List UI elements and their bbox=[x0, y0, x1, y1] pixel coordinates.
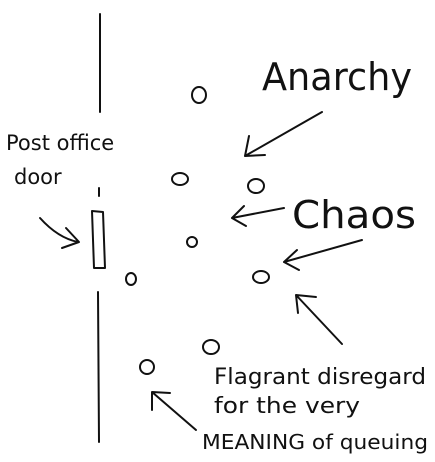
person-circle bbox=[252, 270, 270, 284]
chaos-arrow-down bbox=[283, 239, 363, 271]
post-office-label-line2: door bbox=[14, 165, 62, 189]
person-circle bbox=[171, 172, 189, 186]
disregard-label-line3: MEANING of queuing bbox=[202, 430, 428, 454]
person-circle bbox=[125, 272, 137, 286]
disregard-label-line2: for the very bbox=[214, 394, 360, 419]
post-office-label-line1: Post office bbox=[6, 131, 114, 155]
person-circle bbox=[202, 339, 220, 355]
disregard-label-line1: Flagrant disregard bbox=[214, 365, 426, 390]
disregard-arrow bbox=[295, 294, 343, 345]
chaos-arrow-left bbox=[231, 205, 285, 227]
door-rectangle bbox=[91, 210, 106, 269]
door-arrow bbox=[39, 217, 80, 249]
meaning-arrow bbox=[151, 391, 197, 431]
person-circle bbox=[139, 359, 155, 375]
person-circle bbox=[186, 236, 198, 248]
chaos-label: Chaos bbox=[292, 193, 416, 237]
anarchy-label: Anarchy bbox=[262, 55, 412, 99]
anarchy-arrow bbox=[244, 111, 323, 157]
person-circle bbox=[191, 86, 207, 104]
person-circle bbox=[247, 178, 265, 194]
wall-line-bottom bbox=[97, 291, 100, 443]
